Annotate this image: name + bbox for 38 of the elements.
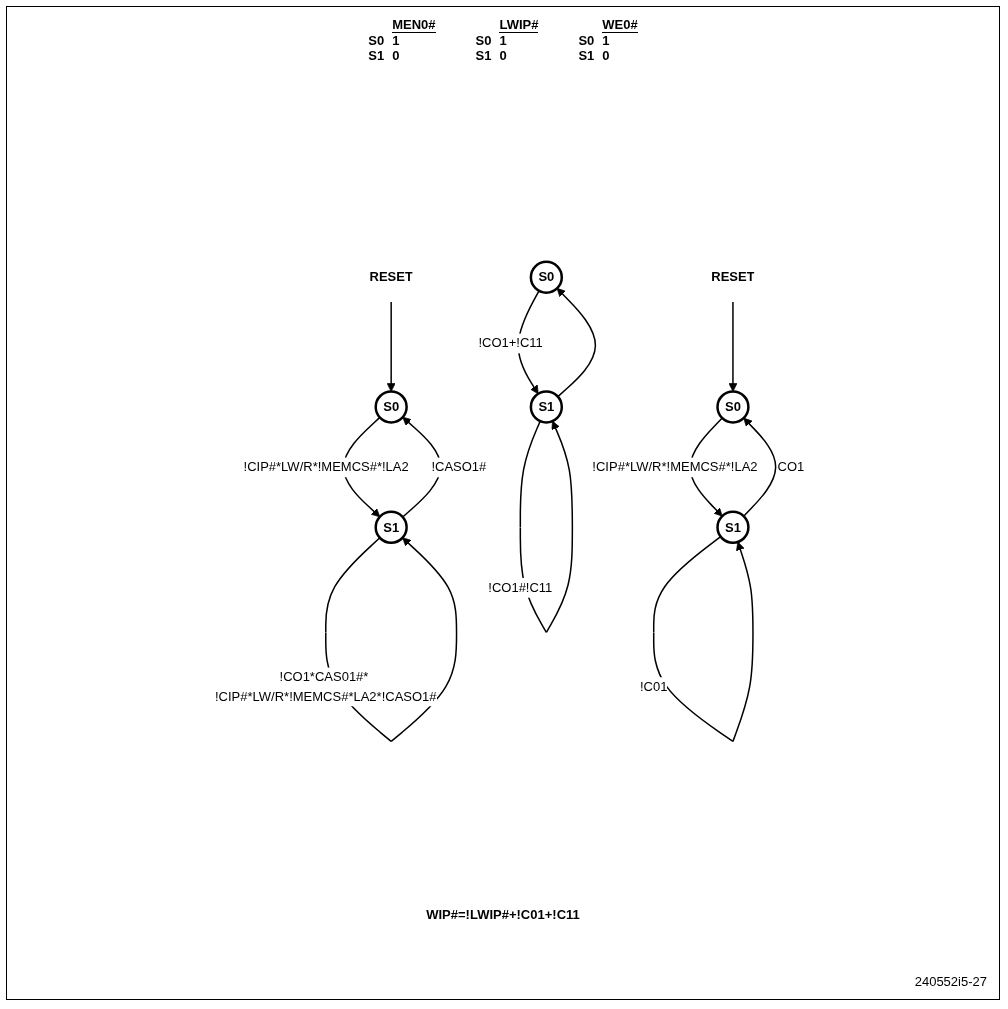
edge-label: !CO1*CAS01#* !CIP#*LW/R*!MEMCS#*LA2*!CASO1# — [215, 669, 437, 704]
signal-name: LWIP# — [499, 17, 539, 33]
node-text: RESET — [369, 269, 414, 285]
equation-note: WIP#=!LWIP#+!C01+!C11 — [425, 907, 581, 922]
output-value: 0 — [499, 48, 508, 63]
edge-label: !CO1#!C11 — [488, 579, 553, 595]
state-name: S1 — [368, 48, 385, 63]
node-circle: S1 — [374, 510, 409, 545]
output-value: 1 — [602, 33, 611, 48]
output-value: 1 — [499, 33, 508, 48]
signal-name: WE0# — [602, 17, 638, 33]
node-circle: S1 — [716, 510, 750, 545]
node-circle: S0 — [374, 390, 409, 424]
edge-label: !C01 — [640, 679, 668, 695]
arrow — [743, 417, 777, 517]
signal-name: MEN0# — [392, 17, 436, 33]
state-name: S0 — [578, 33, 595, 48]
output-value: 0 — [392, 48, 401, 63]
arrow — [728, 301, 738, 392]
edge-label: CO1 — [777, 459, 805, 475]
state-name: S0 — [368, 33, 385, 48]
edge-label: !CIP#*LW/R*!MEMCS#*!LA2 — [243, 459, 410, 475]
state-name: S1 — [475, 48, 492, 63]
node-text: RESET — [711, 269, 755, 285]
edge-label: !CO1+!C11 — [478, 335, 544, 351]
node-circle: S0 — [716, 390, 750, 424]
arrow — [653, 535, 755, 743]
arrow — [557, 287, 597, 398]
state-name: S1 — [578, 48, 595, 63]
node-circle: S0 — [530, 260, 564, 294]
edge-label: !CIP#*LW/R*!MEMCS#*!LA2 — [592, 459, 758, 475]
arrow — [387, 301, 396, 392]
output-value: 0 — [602, 48, 611, 63]
edge-label: !CASO1# — [431, 459, 487, 475]
state-name: S0 — [475, 33, 492, 48]
node-circle: S1 — [530, 390, 564, 424]
output-value: 1 — [392, 33, 401, 48]
figure-number: 240552i5-27 — [914, 974, 987, 989]
